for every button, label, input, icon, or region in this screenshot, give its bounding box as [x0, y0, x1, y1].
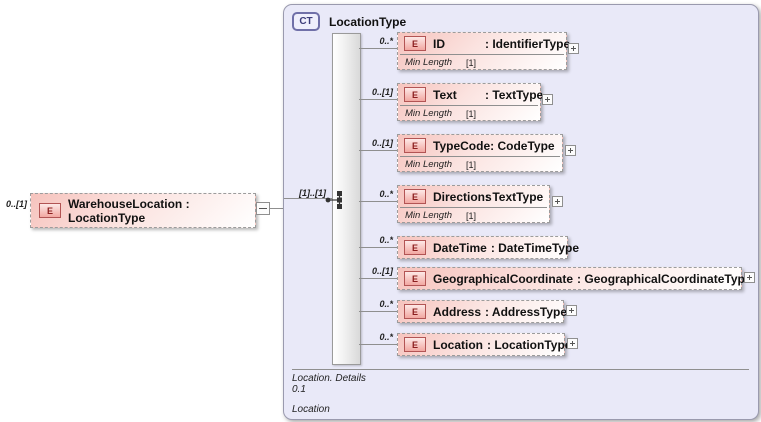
element-badge-icon: E — [404, 304, 426, 319]
root-element-label: WarehouseLocation : LocationType — [68, 196, 190, 225]
child-cardinality: 0..* — [379, 189, 393, 199]
facet-value: [1] — [466, 108, 477, 119]
child-cardinality: 0..[1] — [371, 138, 393, 148]
element-name: GeographicalCoordinate — [433, 271, 574, 286]
facet-row: Min Length [1] — [400, 156, 560, 171]
element-type: : TextType — [485, 189, 544, 204]
child-connector-line — [359, 201, 397, 202]
element-badge-icon: E — [39, 203, 61, 218]
facet-name: Min Length — [405, 108, 453, 119]
child-cardinality: 0..* — [379, 299, 393, 309]
facet-name: Min Length — [405, 159, 453, 170]
element-directions[interactable]: E Directions : TextType Min Length [1] — [397, 185, 550, 223]
expand-button[interactable] — [568, 43, 579, 54]
complextype-badge-icon: CT — [292, 12, 320, 31]
element-type: : CodeType — [490, 138, 555, 153]
element-badge-icon: E — [404, 36, 426, 51]
child-connector-line — [359, 99, 397, 100]
element-name: Text — [433, 87, 457, 102]
element-name: DateTime — [433, 240, 487, 255]
expand-button[interactable] — [744, 272, 755, 283]
facet-value: [1] — [466, 159, 477, 170]
facet-row: Min Length [1] — [400, 105, 538, 120]
expand-button[interactable] — [567, 338, 578, 349]
element-address[interactable]: E Address : AddressType — [397, 300, 568, 323]
complextype-locationtype-panel: CT LocationType [1]..[1] 0..* E ID : Ide… — [283, 4, 759, 420]
element-type: : LocationType — [487, 337, 572, 352]
element-id[interactable]: E ID : IdentifierType Min Length [1] — [397, 32, 571, 70]
element-name: TypeCode — [433, 138, 491, 153]
child-cardinality: 0..[1] — [371, 266, 393, 276]
element-type: : IdentifierType — [485, 36, 571, 51]
element-geographicalcoordinate[interactable]: E GeographicalCoordinate : GeographicalC… — [397, 267, 752, 290]
child-connector-line — [359, 311, 397, 312]
sequence-icon[interactable] — [324, 189, 350, 211]
root-cardinality: 0..[1] — [5, 199, 27, 209]
element-name: Address — [433, 304, 482, 319]
child-cardinality: 0..* — [379, 332, 393, 342]
expand-button[interactable] — [552, 196, 563, 207]
facet-name: Min Length — [405, 57, 453, 68]
child-cardinality: 0..* — [379, 36, 393, 46]
facet-value: [1] — [466, 210, 477, 221]
element-typecode[interactable]: E TypeCode : CodeType Min Length [1] — [397, 134, 563, 172]
expand-button[interactable] — [565, 145, 576, 156]
child-connector-line — [359, 48, 397, 49]
complextype-header: CT LocationType — [292, 12, 406, 31]
element-datetime[interactable]: E DateTime : DateTimeType — [397, 236, 579, 259]
element-type: : DateTimeType — [490, 240, 580, 255]
element-badge-icon: E — [404, 189, 426, 204]
footer-divider — [292, 369, 749, 370]
child-connector-line — [359, 344, 397, 345]
sequence-cardinality: [1]..[1] — [299, 188, 326, 198]
element-name: Directions — [433, 189, 492, 204]
element-type: : GeographicalCoordinateType — [577, 271, 752, 286]
facet-name: Min Length — [405, 210, 453, 221]
element-badge-icon: E — [404, 271, 426, 286]
element-warehouselocation[interactable]: E WarehouseLocation : LocationType — [30, 193, 256, 228]
child-connector-line — [359, 278, 397, 279]
element-location[interactable]: E Location : LocationType — [397, 333, 571, 356]
child-connector-line — [359, 150, 397, 151]
footer-annotation-name: Location. Details — [292, 373, 366, 384]
sequence-bar — [332, 33, 361, 365]
complextype-title: LocationType — [329, 14, 407, 29]
collapse-handle[interactable] — [256, 202, 270, 215]
footer-annotation-module: Location — [292, 404, 330, 415]
element-text[interactable]: E Text : TextType Min Length [1] — [397, 83, 544, 121]
connector-line — [270, 208, 283, 209]
child-cardinality: 0..[1] — [371, 87, 393, 97]
facet-row: Min Length [1] — [400, 54, 564, 69]
element-badge-icon: E — [404, 87, 426, 102]
facet-value: [1] — [466, 57, 477, 68]
element-name: ID — [433, 36, 445, 51]
element-type: : AddressType — [485, 304, 568, 319]
element-badge-icon: E — [404, 240, 426, 255]
element-badge-icon: E — [404, 138, 426, 153]
element-badge-icon: E — [404, 337, 426, 352]
expand-button[interactable] — [542, 94, 553, 105]
footer-annotation-version: 0.1 — [292, 384, 306, 395]
expand-button[interactable] — [566, 305, 577, 316]
child-connector-line — [359, 247, 397, 248]
child-cardinality: 0..* — [379, 235, 393, 245]
element-type: : TextType — [485, 87, 544, 102]
sequence-connector-line — [284, 198, 332, 199]
facet-row: Min Length [1] — [400, 207, 547, 222]
element-name: Location — [433, 337, 483, 352]
